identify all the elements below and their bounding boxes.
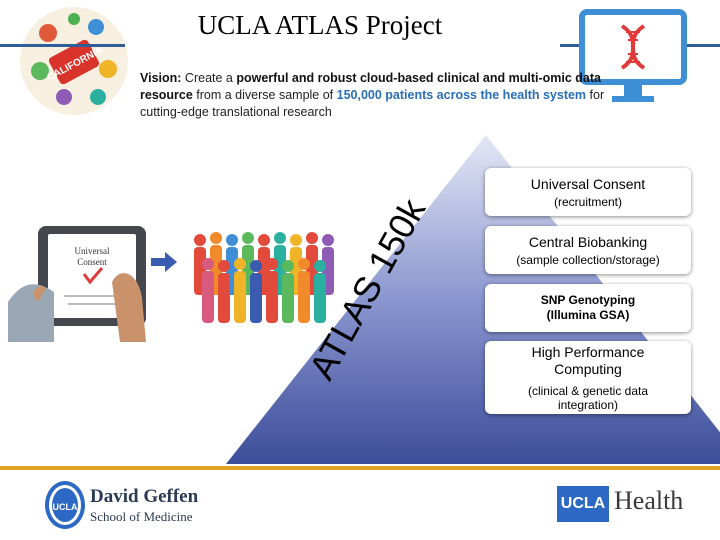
california-seal-image: CALIFORNIA — [20, 7, 128, 115]
tablet-line2: Consent — [77, 257, 107, 267]
tier-card-genotyping: SNP Genotyping (Illumina GSA) — [485, 284, 691, 332]
tier-subtitle: (recruitment) — [553, 195, 622, 209]
vision-bold-1: powerful and robust cloud-based clinical… — [140, 71, 601, 102]
school-name-line1: David Geffen — [90, 486, 199, 507]
ucla-seal-text: UCLA — [53, 502, 78, 512]
tier-card-biobanking: Central Biobanking (sample collection/st… — [485, 226, 691, 274]
tier-subtitle: (sample collection/storage) — [516, 253, 660, 267]
title-rule-left — [0, 44, 125, 47]
vision-text-3: for cutting-edge translational research — [140, 88, 605, 119]
school-name-line2: School of Medicine — [90, 509, 193, 524]
tier-card-consent: Universal Consent (recruitment) — [485, 168, 691, 216]
ucla-seal-logo: UCLA — [45, 481, 85, 529]
tier-subtitle: (clinical & genetic data integration) — [527, 384, 649, 412]
vision-label: Vision: — [140, 71, 182, 85]
tier-card-computing: High Performance Computing (clinical & g… — [485, 341, 691, 414]
page-title: UCLA ATLAS Project — [197, 10, 443, 40]
ucla-health-badge: UCLA — [557, 486, 609, 522]
vision-highlight: 150,000 patients across the health syste… — [336, 88, 587, 102]
dna-monitor-icon — [579, 9, 687, 102]
vision-text-1: Create a — [181, 71, 237, 85]
consent-tablet-image: Universal Consent — [8, 226, 146, 342]
tier-title: High Performance Computing — [531, 344, 645, 377]
vision-statement: Vision: Create a powerful and robust clo… — [140, 70, 610, 121]
vision-text-2: from a diverse sample of — [192, 88, 337, 102]
tier-title: Universal Consent — [530, 176, 646, 192]
footer-rule — [0, 466, 720, 470]
tier-title: Central Biobanking — [528, 234, 648, 250]
patient-crowd-image — [194, 232, 334, 323]
school-name: David Geffen School of Medicine — [90, 486, 198, 525]
ucla-health-text: Health — [614, 486, 684, 515]
arrow-right-icon — [151, 252, 177, 272]
tier-title: SNP Genotyping (Illumina GSA) — [540, 293, 636, 322]
tablet-line1: Universal — [75, 246, 110, 256]
